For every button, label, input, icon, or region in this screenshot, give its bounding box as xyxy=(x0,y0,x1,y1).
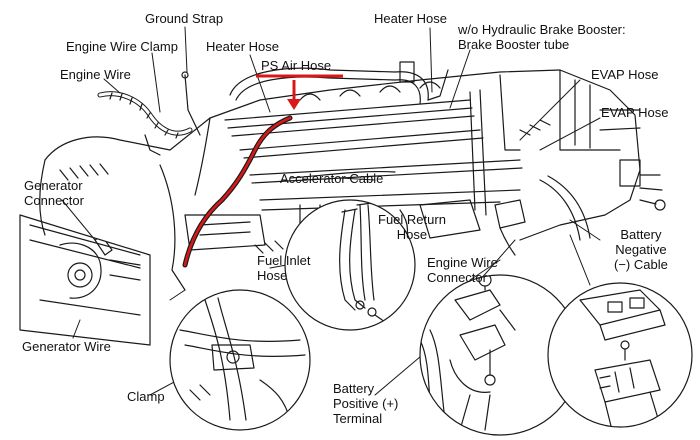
label-battery-negative-line1: Battery xyxy=(620,227,662,242)
label-evap-hose-1: EVAP Hose xyxy=(591,67,659,82)
label-evap-hose-2: EVAP Hose xyxy=(601,105,669,120)
label-battery-positive-terminal: Battery Positive (+) Terminal xyxy=(333,381,398,426)
label-ground-strap: Ground Strap xyxy=(145,11,224,26)
label-brake-booster: w/o Hydraulic Brake Booster: Brake Boost… xyxy=(458,22,626,52)
generator-inset xyxy=(19,214,151,346)
label-heater-hose: Heater Hose xyxy=(206,39,279,54)
clamp-inset xyxy=(169,289,311,431)
engine-wire-clamp-drawing xyxy=(144,134,161,156)
label-generator-connector-line2: Connector xyxy=(24,193,84,208)
label-generator-connector: Generator Connector xyxy=(24,178,84,208)
engine-wire-harness xyxy=(97,91,193,139)
label-brake-booster-line1: w/o Hydraulic Brake Booster: xyxy=(458,22,626,37)
label-brake-booster-line2: Brake Booster tube xyxy=(458,37,570,52)
battery-positive-inset xyxy=(419,274,581,436)
label-battery-negative-line2: Negative xyxy=(615,242,667,257)
label-engine-wire-connector: Engine Wire Connector xyxy=(427,255,498,285)
label-battery-negative-cable: Battery Negative (−) Cable xyxy=(614,227,668,272)
battery-negative-cable-drawing xyxy=(539,175,666,241)
label-battery-positive-line2: Positive (+) xyxy=(333,396,399,411)
battery-negative-inset xyxy=(547,282,693,428)
ground-strap-drawing xyxy=(181,71,201,136)
label-accelerator-cable: Accelerator Cable xyxy=(280,171,384,186)
engine-block xyxy=(39,69,663,291)
label-battery-positive-line3: Terminal xyxy=(333,411,383,426)
heater-hose-drawing xyxy=(229,61,449,105)
label-generator-wire: Generator Wire xyxy=(22,339,111,354)
ps-air-hose-highlight xyxy=(182,115,293,268)
label-engine-wire-connector-line1: Engine Wire xyxy=(427,255,498,270)
label-ps-air-hose: PS Air Hose xyxy=(261,58,332,73)
label-engine-wire-clamp: Engine Wire Clamp xyxy=(66,39,178,54)
engine-wire-connector-drawing xyxy=(494,199,526,256)
label-fuel-inlet-line2: Hose xyxy=(257,268,288,283)
label-fuel-inlet-line1: Fuel Inlet xyxy=(257,253,311,268)
label-fuel-return-hose: Fuel Return Hose xyxy=(378,212,446,242)
label-battery-negative-line3: (−) Cable xyxy=(614,257,668,272)
fuel-hose-inset xyxy=(284,199,416,331)
label-fuel-inlet-hose: Fuel Inlet Hose xyxy=(257,253,310,283)
label-clamp: Clamp xyxy=(127,389,165,404)
accelerator-cable-drawing xyxy=(289,170,396,179)
label-generator-connector-line1: Generator xyxy=(24,178,83,193)
label-engine-wire-connector-line2: Connector xyxy=(427,270,487,285)
label-battery-positive-line1: Battery xyxy=(333,381,375,396)
label-engine-wire: Engine Wire xyxy=(60,67,131,82)
label-fuel-return-line1: Fuel Return xyxy=(378,212,446,227)
label-fuel-return-line2: Hose xyxy=(396,227,428,242)
ps-air-hose-marker xyxy=(256,74,343,110)
label-heater-hose-top: Heater Hose xyxy=(374,11,447,26)
